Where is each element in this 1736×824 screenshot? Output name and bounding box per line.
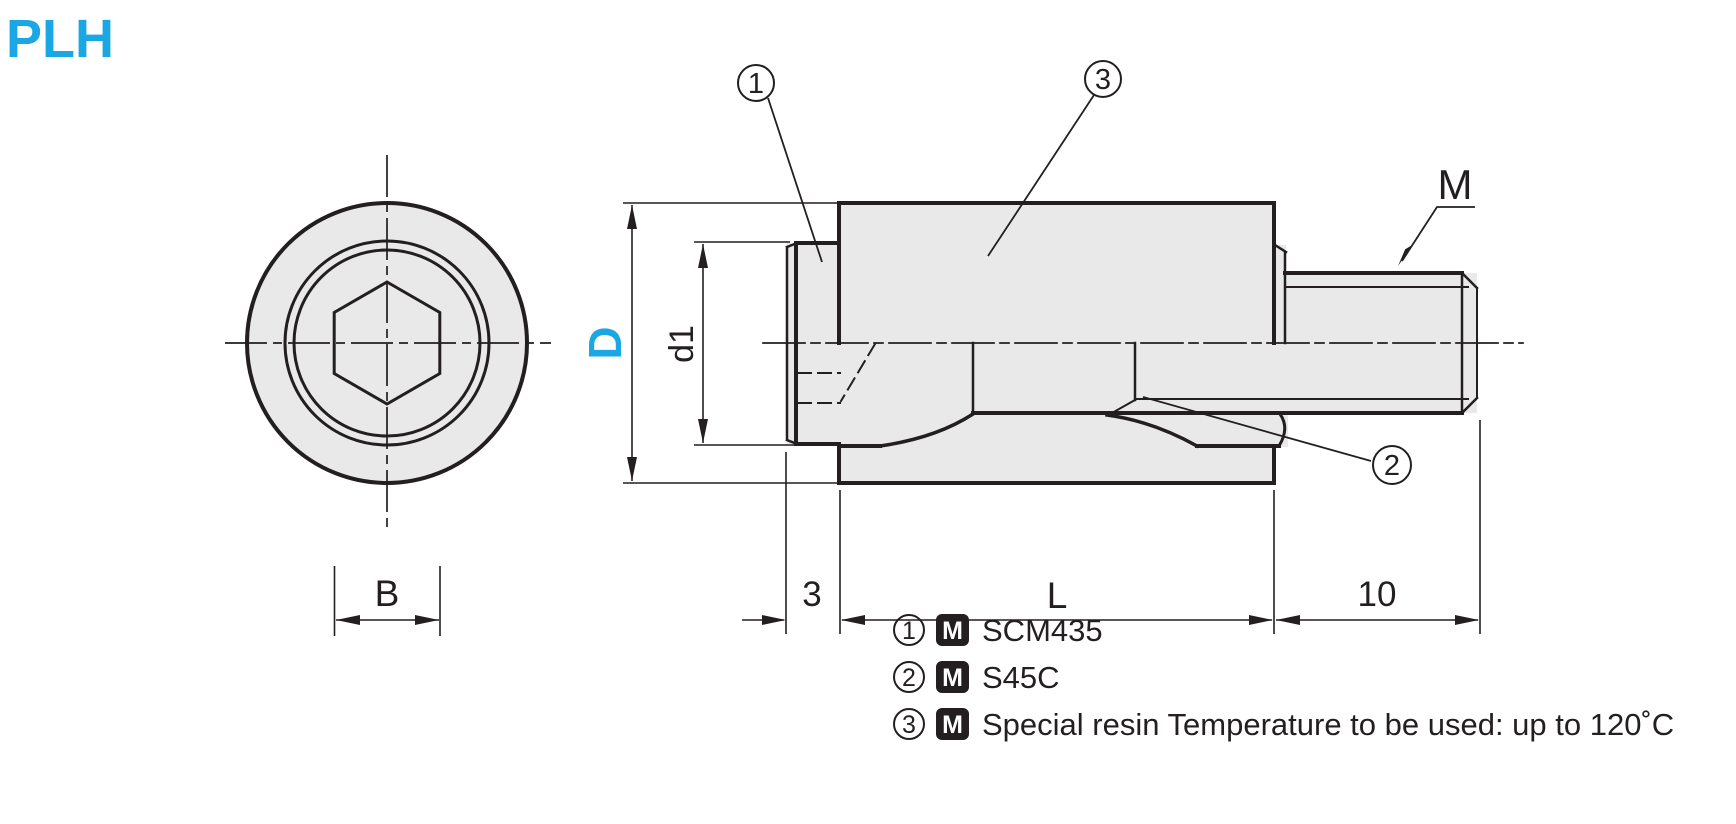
balloon-2-number: 2 bbox=[1384, 450, 1400, 482]
balloon-1-leader bbox=[767, 97, 823, 263]
d-dimension-label: D bbox=[579, 326, 631, 359]
thread-label: M bbox=[1438, 161, 1473, 208]
legend-row-1: 1 M SCM435 bbox=[893, 613, 1103, 648]
balloon-1-circle bbox=[737, 64, 775, 102]
material-badge-icon bbox=[936, 661, 969, 693]
hex-socket bbox=[332, 280, 442, 406]
dim3-label: 3 bbox=[802, 575, 821, 614]
d1-arrow-bottom bbox=[698, 419, 708, 443]
legend-2-circle bbox=[893, 661, 925, 693]
dimL-arrow-left bbox=[841, 615, 865, 625]
d-arrow-bottom bbox=[627, 457, 637, 481]
material-badge-icon bbox=[936, 614, 969, 646]
legend-row-3: 3 M Special resin Temperature to be used… bbox=[893, 707, 1674, 742]
legend-3-number: 3 bbox=[902, 711, 916, 739]
d-arrow-top bbox=[627, 205, 637, 229]
b-extension-lines bbox=[333, 566, 441, 636]
side-view-outline bbox=[762, 201, 1524, 485]
d1-arrow-top bbox=[698, 244, 708, 268]
d-extension-lines bbox=[623, 202, 837, 484]
legend-2-text: S45C bbox=[982, 660, 1060, 695]
material-badge-icon bbox=[936, 708, 969, 740]
dimension-b bbox=[333, 566, 441, 636]
balloon-3-circle bbox=[1084, 60, 1122, 98]
front-view bbox=[225, 155, 551, 527]
legend-2-number: 2 bbox=[902, 664, 916, 692]
bottom-extension-lines bbox=[785, 420, 1481, 634]
dim10-arrow-left bbox=[1276, 615, 1300, 625]
legend-1-circle bbox=[893, 614, 925, 646]
legend-2-badge-letter: M bbox=[942, 664, 963, 692]
page-title: PLH bbox=[6, 9, 114, 69]
thread-leader-line bbox=[1401, 206, 1475, 262]
stud-thread-lines bbox=[1134, 286, 1469, 400]
dim10-arrow-right bbox=[1455, 615, 1479, 625]
thread-callout: M bbox=[1398, 161, 1475, 266]
flange-corner-round bbox=[1276, 411, 1287, 449]
b-arrow-right bbox=[415, 615, 439, 625]
dimension-d bbox=[623, 202, 837, 484]
balloon-2: 2 bbox=[1142, 396, 1412, 485]
body-outline bbox=[837, 201, 1276, 485]
hidden-socket-lines bbox=[797, 342, 877, 404]
legend-1-badge-letter: M bbox=[942, 617, 963, 645]
balloon-3-leader bbox=[987, 94, 1095, 257]
legend-1-number: 1 bbox=[902, 617, 916, 645]
b-arrow-left bbox=[336, 615, 360, 625]
balloon-1: 1 bbox=[737, 64, 823, 263]
b-dimension-label: B bbox=[375, 573, 400, 614]
dimL-label: L bbox=[1047, 575, 1068, 616]
balloon-3: 3 bbox=[987, 60, 1122, 257]
legend-1-text: SCM435 bbox=[982, 613, 1103, 648]
dimL-arrow-right bbox=[1249, 615, 1273, 625]
balloon-2-circle bbox=[1372, 445, 1412, 485]
dimension-d1 bbox=[694, 241, 796, 446]
dim10-label: 10 bbox=[1358, 575, 1397, 614]
fillet-curve-right bbox=[1105, 413, 1200, 449]
legend-3-badge-letter: M bbox=[942, 711, 963, 739]
legend-row-2: 2 M S45C bbox=[893, 660, 1060, 695]
dimension-bottom-group bbox=[742, 420, 1481, 634]
d1-dimension-label: d1 bbox=[663, 325, 701, 363]
material-legend: 1 M SCM435 2 M S45C 3 M Special resin Te… bbox=[893, 613, 1674, 742]
d1-extension-lines bbox=[694, 241, 796, 446]
fillet-curve-left bbox=[878, 411, 976, 448]
balloon-2-leader bbox=[1142, 396, 1372, 462]
dim3-arrow bbox=[762, 615, 786, 625]
thread-lead-chamfer bbox=[1110, 398, 1137, 415]
balloon-1-number: 1 bbox=[748, 68, 764, 100]
legend-3-text: Special resin Temperature to be used: up… bbox=[982, 707, 1674, 742]
thread-leader-arrow bbox=[1398, 244, 1413, 266]
balloon-3-number: 3 bbox=[1095, 64, 1111, 96]
shoulder-edge bbox=[1273, 243, 1288, 345]
legend-3-circle bbox=[893, 708, 925, 740]
